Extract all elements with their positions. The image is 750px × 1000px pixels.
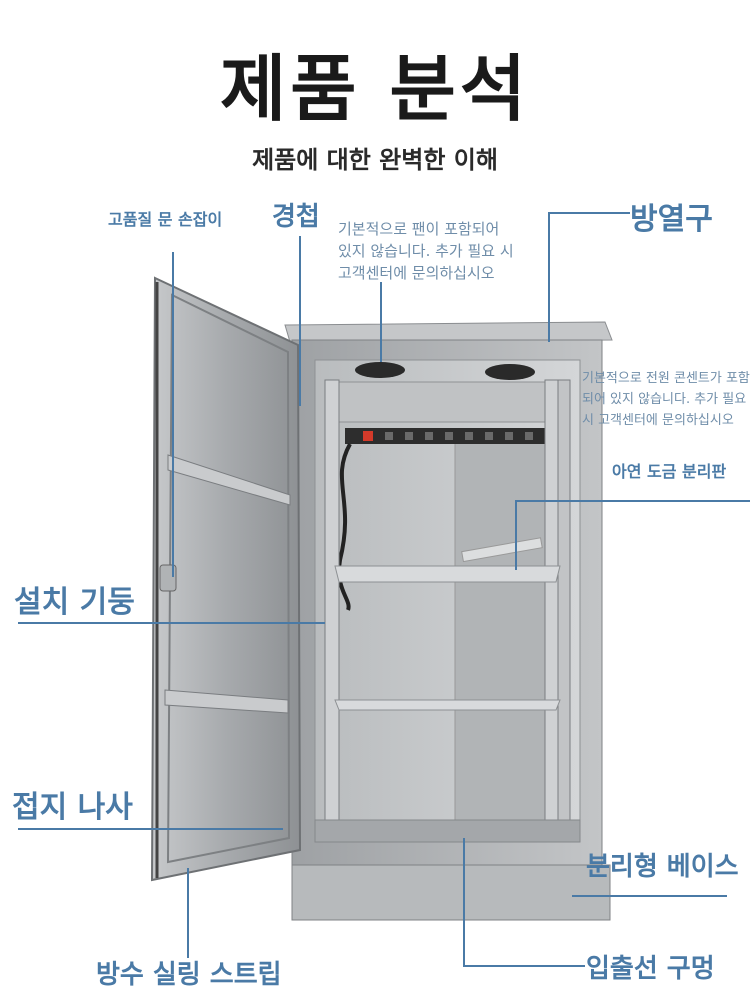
cable-leader-h xyxy=(463,965,585,967)
power-note-line-3: 시 고객센터에 문의하십시오 xyxy=(582,413,734,428)
shelf-lower xyxy=(334,699,561,711)
label-handle: 고품질 문 손잡이 xyxy=(108,210,223,229)
handle-leader xyxy=(172,252,174,577)
vent-leader-h xyxy=(548,212,630,214)
fan-note-line-3: 고객센터에 문의하십시오 xyxy=(338,264,495,282)
shelf-upper xyxy=(334,565,561,583)
label-hinge: 경첩 xyxy=(272,202,320,232)
label-ground: 접지 나사 xyxy=(12,790,133,825)
fan-note-line-1: 기본적으로 팬이 포함되어 xyxy=(338,220,500,238)
label-vent: 방열구 xyxy=(630,202,713,237)
label-base: 분리형 베이스 xyxy=(586,852,739,882)
door-panel xyxy=(150,276,302,882)
page-title: 제품 분석 xyxy=(219,47,531,131)
column-left xyxy=(324,379,340,831)
power-note-line-2: 되어 있지 않습니다. 추가 필요 xyxy=(582,392,747,407)
power-cable xyxy=(337,443,352,611)
seal-leader xyxy=(187,868,189,958)
label-partition: 아연 도금 분리판 xyxy=(612,462,727,481)
base-leader xyxy=(572,895,727,897)
cabinet-roof xyxy=(284,321,613,343)
page-subtitle: 제품에 대한 완벽한 이해 xyxy=(252,146,498,174)
cabinet-base xyxy=(291,864,611,921)
vent-leader-v xyxy=(548,212,550,342)
fan-hole-right xyxy=(485,364,535,380)
fan-note: 기본적으로 팬이 포함되어 있지 않습니다. 추가 필요 시 고객센터에 문의하… xyxy=(338,218,514,284)
cable-leader-v xyxy=(463,838,465,966)
column-leader xyxy=(18,622,325,624)
label-seal: 방수 실링 스트립 xyxy=(96,960,282,990)
power-note: 기본적으로 전원 콘센트가 포함 되어 있지 않습니다. 추가 필요 시 고객센… xyxy=(582,368,750,431)
partition-leader-v xyxy=(515,500,517,570)
label-cable: 입출선 구멍 xyxy=(586,954,715,984)
power-note-line-1: 기본적으로 전원 콘센트가 포함 xyxy=(582,371,750,386)
door-inner-panel xyxy=(166,293,291,864)
fan-hole-left xyxy=(355,362,405,378)
fan-note-line-2: 있지 않습니다. 추가 필요 시 xyxy=(338,242,514,260)
ground-leader xyxy=(18,828,283,830)
fan-leader xyxy=(380,282,382,362)
label-column: 설치 기둥 xyxy=(14,585,135,620)
hinge-leader xyxy=(299,236,301,406)
partition-leader-h xyxy=(515,500,750,502)
back-plate xyxy=(454,439,551,826)
